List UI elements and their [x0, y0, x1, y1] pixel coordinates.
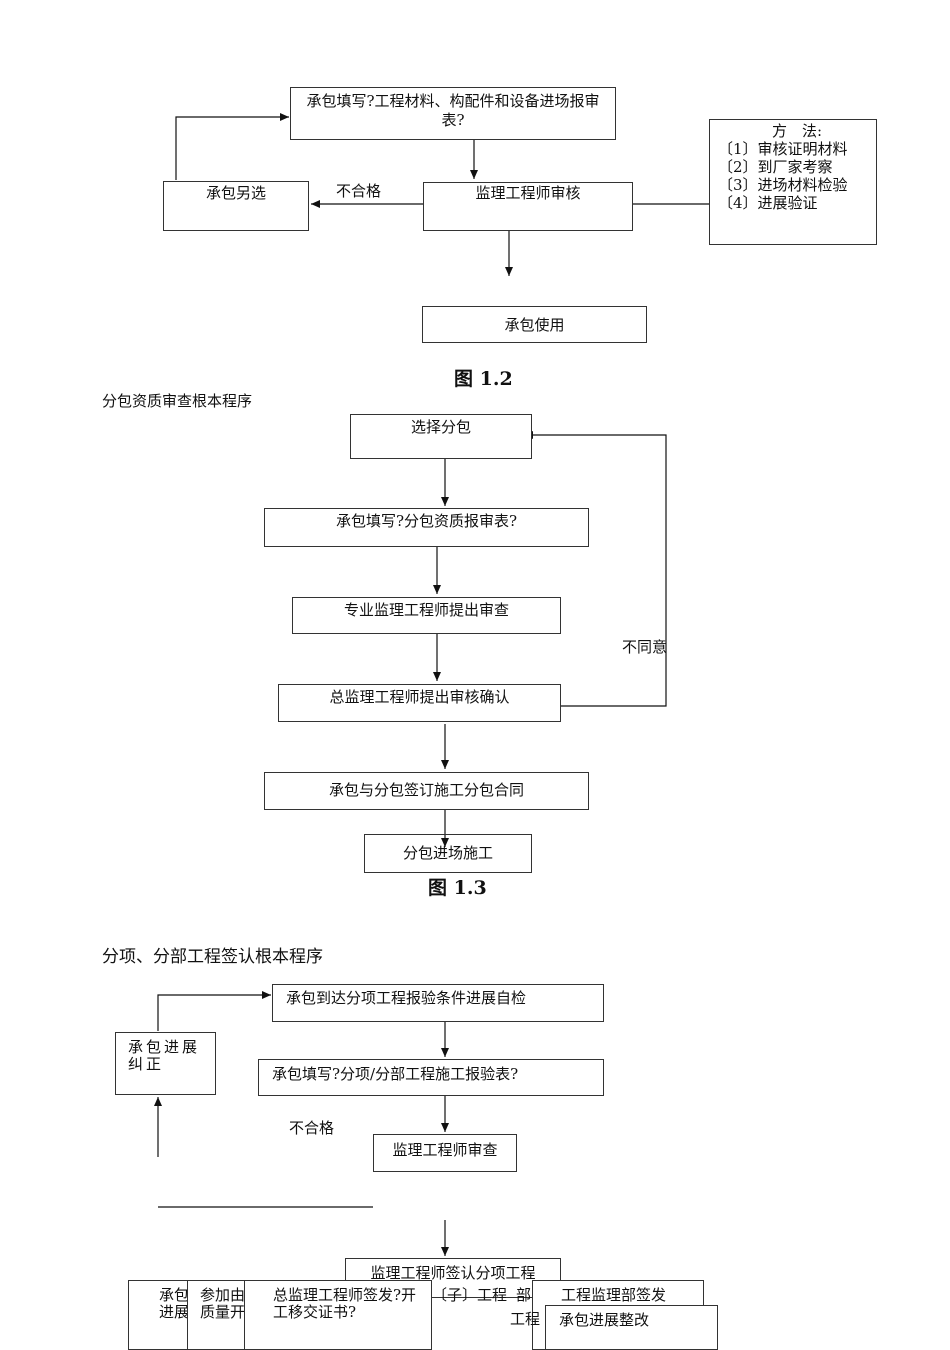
heading-acceptance: 分项、分部工程签认根本程序	[102, 947, 323, 967]
box-sign-contract: 承包与分包签订施工分包合同	[264, 772, 589, 810]
box-select-sub-text: 选择分包	[410, 418, 471, 436]
box-select-sub: 选择分包	[350, 414, 532, 459]
box-reselect: 承包另选	[163, 181, 309, 231]
box-inspection-report: 承包填写?分项/分部工程施工报验表?	[258, 1059, 604, 1096]
box-bottom-handover: 总监理工程师签发?开工移交证书?	[244, 1280, 432, 1350]
box-specialist-review: 专业监理工程师提出审查	[292, 597, 561, 634]
box-bottom-rectify-text: 承包进展整改	[559, 1311, 650, 1329]
arrow-correct-to-selfcheck	[157, 991, 271, 1031]
box-use: 承包使用	[422, 306, 647, 343]
bottom-fragment-part: 部	[516, 1286, 532, 1304]
label-fail-2: 不合格	[289, 1119, 335, 1137]
box-methods: 方 法: 〔1〕审核证明材料 〔2〕到厂家考察 〔3〕进场材料检验 〔4〕进展验…	[709, 119, 877, 245]
box-chief-confirm: 总监理工程师提出审核确认	[278, 684, 561, 722]
box-sub-report: 承包填写?分包资质报审表?	[264, 508, 589, 547]
box-bottom-rectify: 承包进展整改	[545, 1305, 718, 1350]
box-self-check: 承包到达分项工程报验条件进展自检	[272, 984, 604, 1022]
box-engineer-inspect-text: 监理工程师审查	[392, 1141, 498, 1159]
arrow-disagree-loop	[524, 431, 667, 707]
box-bottom-handover-text: 总监理工程师签发?开工移交证书?	[273, 1286, 417, 1321]
methods-title: 方 法:	[772, 122, 823, 140]
bottom-fragment-subproject: 〔子〕工程	[432, 1286, 508, 1304]
box-sign-contract-text: 承包与分包签订施工分包合同	[328, 781, 524, 799]
method-item: 〔1〕审核证明材料	[718, 140, 848, 158]
box-bottom-participate-text: 参加由质量开	[200, 1286, 246, 1321]
box-self-check-text: 承包到达分项工程报验条件进展自检	[286, 989, 527, 1007]
box-correct-text: 承包进展纠正	[128, 1038, 201, 1073]
label-fail: 不合格	[336, 182, 382, 200]
caption-fig13: 图 1.3	[428, 877, 487, 899]
caption-fig12: 图 1.2	[454, 368, 513, 390]
heading-subcontract: 分包资质审查根本程序	[102, 392, 253, 410]
box-inspection-report-text: 承包填写?分项/分部工程施工报验表?	[272, 1065, 519, 1083]
box-material-report: 承包填写?工程材料、构配件和设备进场报审表?	[290, 87, 616, 140]
label-disagree: 不同意	[622, 638, 668, 656]
box-enter-site: 分包进场施工	[364, 834, 532, 873]
box-specialist-review-text: 专业监理工程师提出审查	[343, 601, 509, 619]
box-engineer-review-text: 监理工程师审核	[475, 184, 581, 202]
box-bottom-contractor-text: 承包进展	[159, 1286, 190, 1321]
box-bottom-contractor: 承包进展	[128, 1280, 198, 1350]
method-item: 〔3〕进场材料检验	[718, 176, 848, 194]
box-correct: 承包进展纠正	[115, 1032, 216, 1095]
box-enter-site-text: 分包进场施工	[402, 844, 493, 862]
box-material-report-text: 承包填写?工程材料、构配件和设备进场报审表?	[306, 92, 600, 129]
bottom-fragment-project: 工程	[510, 1310, 541, 1328]
box-engineer-inspect: 监理工程师审查	[373, 1134, 517, 1172]
arrow-reselect-to-fill	[175, 113, 289, 180]
box-chief-confirm-text: 总监理工程师提出审核确认	[329, 688, 510, 706]
method-item: 〔2〕到厂家考察	[718, 158, 833, 176]
box-bottom-dept-issue-text: 工程监理部签发	[561, 1286, 667, 1304]
method-item: 〔4〕进展验证	[718, 194, 818, 212]
box-engineer-sign-text: 监理工程师签认分项工程	[370, 1264, 536, 1282]
box-sub-report-text: 承包填写?分包资质报审表?	[335, 512, 518, 530]
box-reselect-text: 承包另选	[205, 184, 266, 202]
box-use-text: 承包使用	[504, 316, 565, 334]
box-engineer-review: 监理工程师审核	[423, 182, 633, 231]
